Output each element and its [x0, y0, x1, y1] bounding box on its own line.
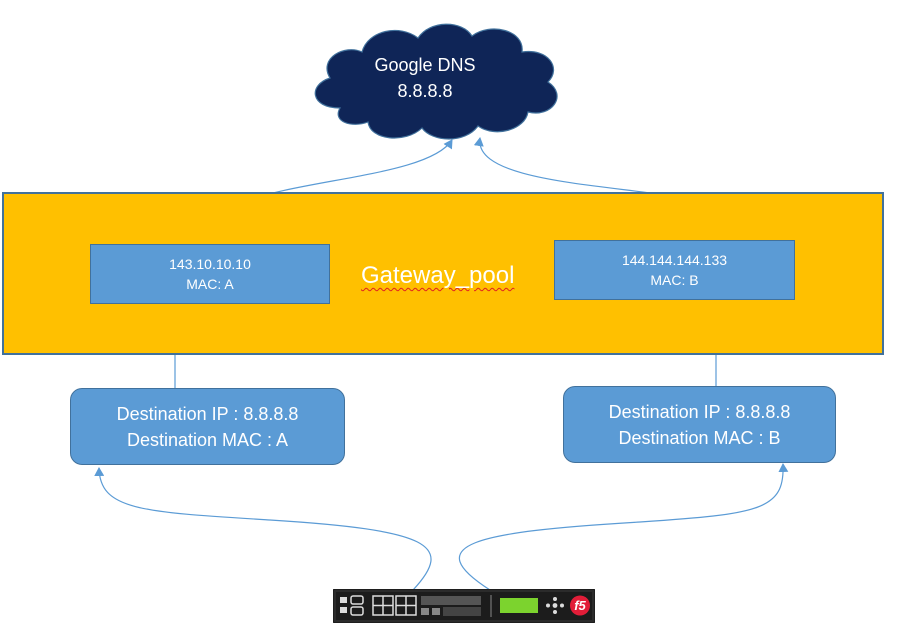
cloud-ip: 8.8.8.8 [397, 81, 453, 101]
cloud-name: Google DNS [374, 55, 476, 75]
svg-text:f5: f5 [574, 598, 586, 613]
cloud-shape [314, 23, 558, 140]
cloud-label: Google DNS 8.8.8.8 [340, 52, 510, 104]
member-ip: 143.10.10.10 [169, 256, 251, 272]
packet-box-a: Destination IP : 8.8.8.8 Destination MAC… [70, 388, 345, 465]
arrow-device-to-packet-b [458, 463, 789, 591]
f5-device-icon: f5 [333, 589, 595, 623]
arrow-device-to-packet-a [94, 467, 432, 591]
member-ip: 144.144.144.133 [621, 252, 728, 268]
member-mac: MAC: A [186, 276, 234, 292]
packet-dest-ip: Destination IP : 8.8.8.8 [608, 401, 791, 422]
gateway-pool-title: Gateway_pool [361, 262, 515, 289]
pool-member-b: 144.144.144.133 MAC: B [554, 240, 795, 300]
packet-dest-mac: Destination MAC : A [126, 429, 289, 450]
packet-dest-ip: Destination IP : 8.8.8.8 [116, 403, 299, 424]
pool-member-a: 143.10.10.10 MAC: A [90, 244, 330, 304]
packet-box-b: Destination IP : 8.8.8.8 Destination MAC… [563, 386, 836, 463]
packet-dest-mac: Destination MAC : B [618, 427, 781, 448]
member-mac: MAC: B [650, 272, 699, 288]
